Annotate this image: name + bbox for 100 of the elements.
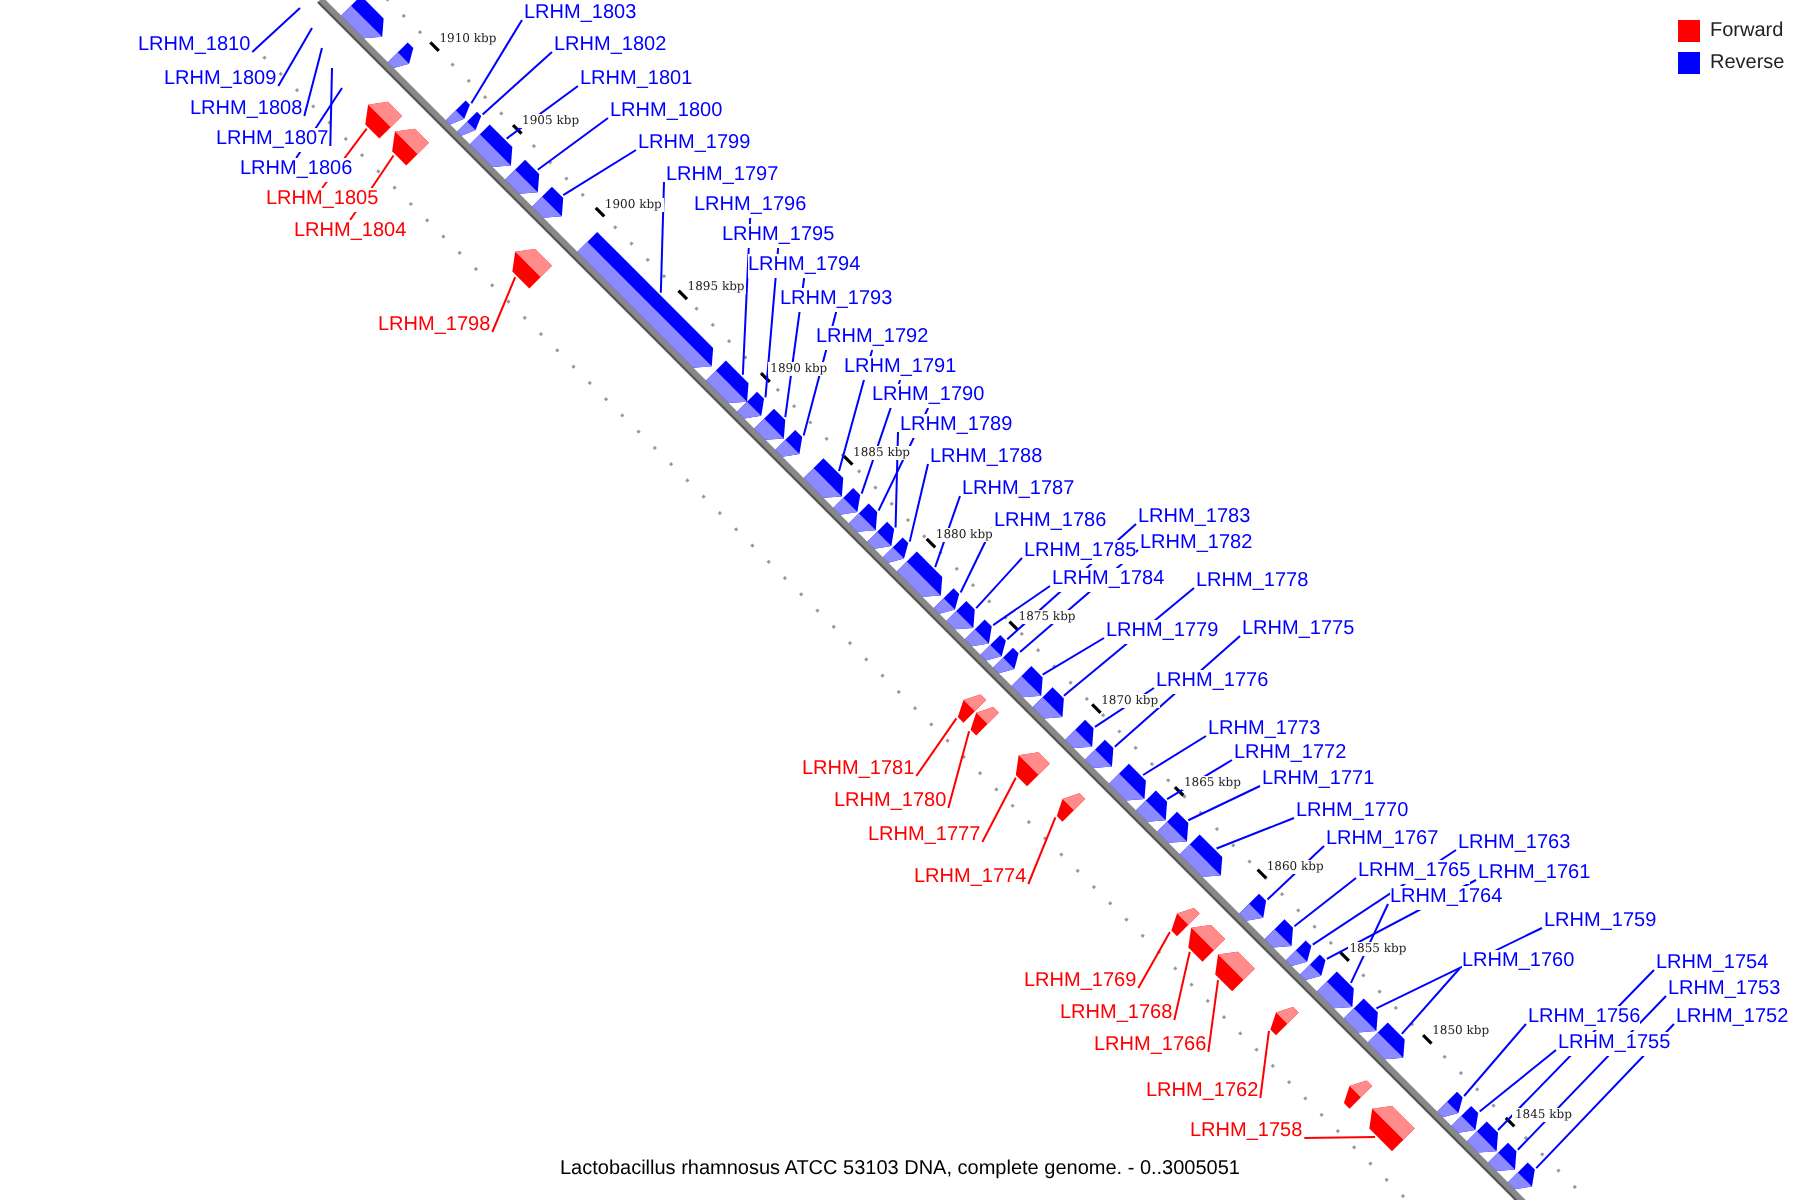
leader-line — [915, 717, 958, 777]
gene-feature — [706, 360, 749, 404]
gene-label: LRHM_1803 — [524, 2, 637, 26]
leader-line — [1041, 637, 1105, 676]
gene-label: LRHM_1809 — [164, 68, 277, 92]
gene-label: LRHM_1755 — [1558, 1032, 1671, 1056]
gene-label: LRHM_1767 — [1326, 828, 1439, 852]
gene-label: LRHM_1806 — [240, 158, 353, 182]
gene-feature — [754, 408, 786, 440]
gene-feature — [387, 42, 414, 68]
gene-feature — [1270, 1006, 1299, 1036]
gene-label: LRHM_1752 — [1676, 1006, 1789, 1030]
gene-label: LRHM_1780 — [834, 790, 947, 814]
gene-feature — [445, 100, 470, 125]
leader-line — [470, 19, 523, 105]
leader-line — [1349, 903, 1389, 984]
leader-line — [1293, 877, 1357, 928]
gene-label: LRHM_1782 — [1140, 532, 1253, 556]
leader-line — [329, 67, 333, 147]
leader-line — [1463, 1023, 1527, 1097]
gene-feature — [341, 0, 384, 39]
gene-label: LRHM_1758 — [1190, 1120, 1303, 1144]
gene-feature — [365, 101, 402, 139]
gene-feature — [1507, 1162, 1535, 1190]
gene-feature — [1437, 1091, 1463, 1118]
gene-label: LRHM_1774 — [914, 866, 1027, 890]
leader-line — [1207, 979, 1220, 1053]
gene-feature — [993, 647, 1019, 674]
gene-label: LRHM_1793 — [780, 288, 893, 312]
gene-label: LRHM_1765 — [1358, 860, 1471, 884]
gene-feature — [1215, 951, 1255, 992]
gene-feature — [577, 231, 714, 368]
leader-line — [1137, 930, 1171, 989]
gene-feature — [505, 159, 540, 194]
gene-label: LRHM_1766 — [1094, 1034, 1207, 1058]
leader-line — [303, 47, 323, 117]
gene-label: LRHM_1786 — [994, 510, 1107, 534]
gene-label: LRHM_1771 — [1262, 768, 1375, 792]
gene-feature — [803, 458, 844, 498]
gene-label: LRHM_1763 — [1458, 832, 1571, 856]
leader-line — [562, 149, 637, 197]
leader-line — [481, 51, 553, 116]
leader-line — [1187, 785, 1261, 822]
gene-label: LRHM_1790 — [872, 384, 985, 408]
gene-label: LRHM_1764 — [1390, 886, 1503, 910]
gene-feature — [848, 503, 878, 532]
gene-label: LRHM_1773 — [1208, 718, 1321, 742]
gene-label: LRHM_1808 — [190, 98, 303, 122]
gene-feature — [933, 588, 960, 614]
gene-feature — [833, 487, 861, 515]
leader-line — [1027, 816, 1057, 885]
gene-label: LRHM_1797 — [666, 164, 779, 188]
leader-line — [947, 730, 971, 809]
leader-line — [894, 431, 899, 529]
leader-line — [1400, 967, 1461, 1035]
gene-label: LRHM_1800 — [610, 100, 723, 124]
gene-label: LRHM_1789 — [900, 414, 1013, 438]
gene-label: LRHM_1754 — [1656, 952, 1769, 976]
gene-label: LRHM_1783 — [1138, 506, 1251, 530]
gene-label: LRHM_1807 — [216, 128, 329, 152]
gene-feature — [737, 391, 765, 419]
gene-feature — [1369, 1105, 1415, 1152]
gene-label: LRHM_1799 — [638, 132, 751, 156]
gene-feature — [867, 521, 895, 549]
gene-feature — [1343, 998, 1378, 1033]
gene-label: LRHM_1760 — [1462, 950, 1575, 974]
gene-feature — [1488, 1142, 1517, 1171]
gene-label: LRHM_1778 — [1196, 570, 1309, 594]
gene-label: LRHM_1775 — [1242, 618, 1355, 642]
gene-feature — [1367, 1022, 1405, 1060]
leader-line — [277, 27, 313, 87]
gene-feature — [469, 124, 513, 167]
gene-feature — [1188, 924, 1226, 962]
gene-feature — [1136, 790, 1168, 822]
gene-feature — [1300, 954, 1326, 981]
gene-feature — [964, 619, 992, 647]
gene-label: LRHM_1787 — [962, 478, 1075, 502]
gene-label: LRHM_1768 — [1060, 1002, 1173, 1026]
gene-feature — [1011, 666, 1043, 698]
gene-feature — [1065, 719, 1094, 749]
gene-label: LRHM_1805 — [266, 188, 379, 212]
caption: Lactobacillus rhamnosus ATCC 53103 DNA, complete genome. - 0..3005051 — [559, 1158, 1240, 1180]
gene-label: LRHM_1792 — [816, 326, 929, 350]
gene-feature — [1451, 1105, 1479, 1133]
gene-feature — [457, 111, 482, 136]
gene-label: LRHM_1791 — [844, 356, 957, 380]
leader-line — [908, 463, 929, 543]
leader-line — [491, 276, 517, 333]
gene-label: LRHM_1784 — [1052, 568, 1165, 592]
gene-label: LRHM_1798 — [378, 314, 491, 338]
gene-feature — [1179, 834, 1223, 877]
gene-feature — [1343, 1080, 1373, 1109]
leader-line — [1303, 1136, 1376, 1139]
leader-line — [975, 557, 1023, 610]
gene-label: LRHM_1756 — [1528, 1006, 1641, 1030]
leader-line — [1259, 1029, 1270, 1099]
leader-line — [1173, 950, 1191, 1021]
gene-feature — [1239, 893, 1267, 921]
gene-label: LRHM_1772 — [1234, 742, 1347, 766]
gene-feature — [1264, 919, 1293, 948]
